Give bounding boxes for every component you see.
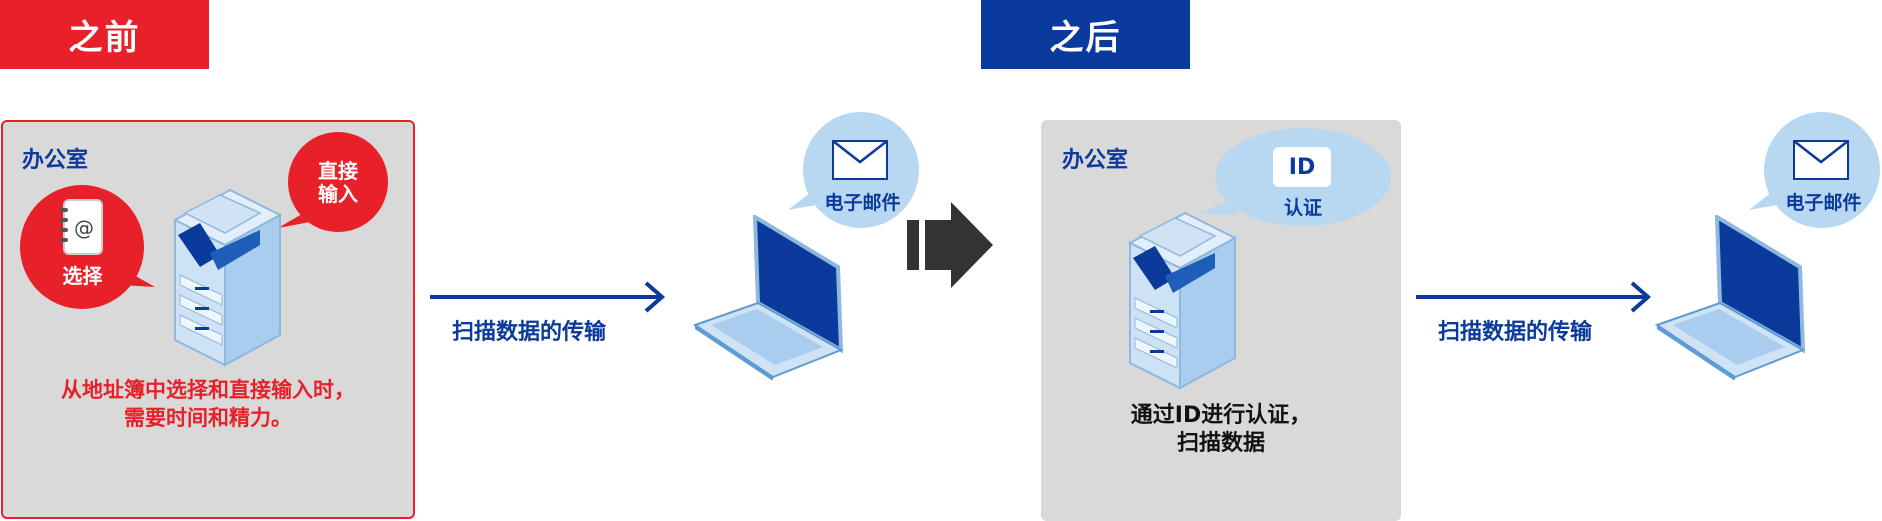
multifunction-printer-icon — [172, 188, 283, 367]
before-caption: 从地址簿中选择和直接输入时， 需要时间和精力。 — [61, 378, 355, 430]
office-label-after: 办公室 — [1062, 148, 1129, 173]
direct-input-label: 直接 输入 — [318, 159, 358, 206]
svg-text:@: @ — [74, 216, 94, 240]
multifunction-printer-icon — [1127, 211, 1238, 390]
direct-input-bubble — [278, 132, 388, 232]
after-tag: 之后 — [981, 0, 1190, 69]
email-label-before: 电子邮件 — [824, 192, 901, 214]
flow-arrow-icon — [430, 281, 666, 313]
address-book-icon: @ — [60, 199, 103, 255]
email-label-after: 电子邮件 — [1785, 192, 1862, 214]
envelope-icon — [1793, 140, 1849, 180]
before-tag: 之前 — [0, 0, 209, 69]
laptop-icon — [693, 215, 844, 380]
auth-label: 认证 — [1283, 197, 1322, 219]
transfer-label-before: 扫描数据的传输 — [452, 320, 607, 345]
transfer-label-after: 扫描数据的传输 — [1438, 320, 1593, 345]
office-label-before: 办公室 — [22, 148, 89, 173]
envelope-icon — [832, 140, 888, 180]
select-label: 选择 — [62, 264, 103, 288]
flow-arrow-icon — [1416, 281, 1652, 313]
transition-arrow-icon — [907, 202, 993, 288]
laptop-icon — [1655, 215, 1806, 380]
after-caption: 通过ID进行认证， 扫描数据 — [1130, 403, 1312, 456]
id-badge: ID — [1273, 147, 1331, 187]
